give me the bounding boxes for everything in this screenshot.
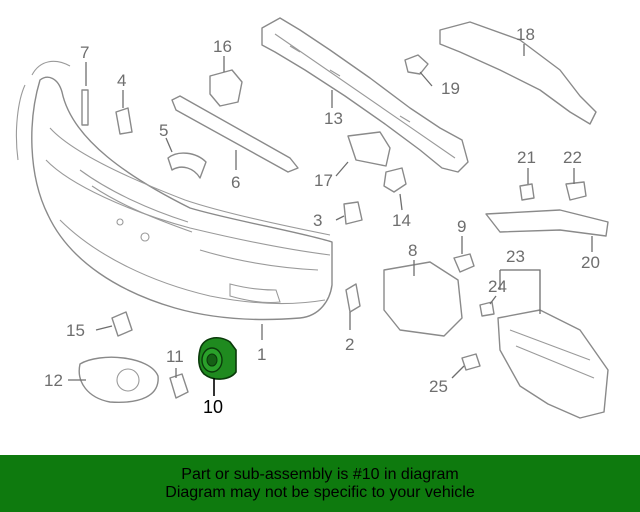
highlighted-part-10: [198, 337, 237, 380]
callout-7: 7: [80, 43, 89, 62]
callout-22: 22: [563, 148, 582, 167]
callout-11: 11: [166, 347, 184, 366]
callout-18: 18: [516, 25, 535, 44]
misc-parts: [78, 21, 609, 419]
callout-14: 14: [392, 211, 411, 230]
info-banner: Part or sub-assembly is #10 in diagram D…: [0, 455, 640, 512]
callout-4: 4: [117, 71, 126, 90]
callout-5: 5: [159, 121, 168, 140]
callout-20: 20: [581, 253, 600, 272]
callout-19: 19: [441, 79, 460, 98]
banner-line-1: Part or sub-assembly is #10 in diagram: [181, 465, 459, 483]
callout-23: 23: [506, 247, 525, 266]
callout-6: 6: [231, 173, 240, 192]
leader-lines: [68, 44, 593, 396]
callout-9: 9: [457, 217, 466, 236]
callout-16: 16: [213, 37, 232, 56]
callout-10: 10: [203, 397, 223, 417]
callout-25: 25: [429, 377, 448, 396]
callout-12: 12: [44, 371, 63, 390]
callout-17: 17: [314, 171, 333, 190]
callout-1: 1: [257, 345, 266, 364]
parts-diagram: 7 4 5 6 16 13 17 3 14 19 18 8 9 20 21 22…: [15, 17, 609, 419]
callout-8: 8: [408, 241, 417, 260]
callout-13: 13: [324, 109, 343, 128]
callout-15: 15: [66, 321, 85, 340]
callout-3: 3: [313, 211, 322, 230]
bumper-cover: [15, 60, 333, 321]
reinforcement: [261, 17, 469, 173]
callout-24: 24: [488, 277, 507, 296]
banner-line-2: Diagram may not be specific to your vehi…: [165, 483, 475, 501]
callout-2: 2: [345, 335, 354, 354]
callout-labels: 7 4 5 6 16 13 17 3 14 19 18 8 9 20 21 22…: [44, 25, 600, 417]
callout-21: 21: [517, 148, 536, 167]
